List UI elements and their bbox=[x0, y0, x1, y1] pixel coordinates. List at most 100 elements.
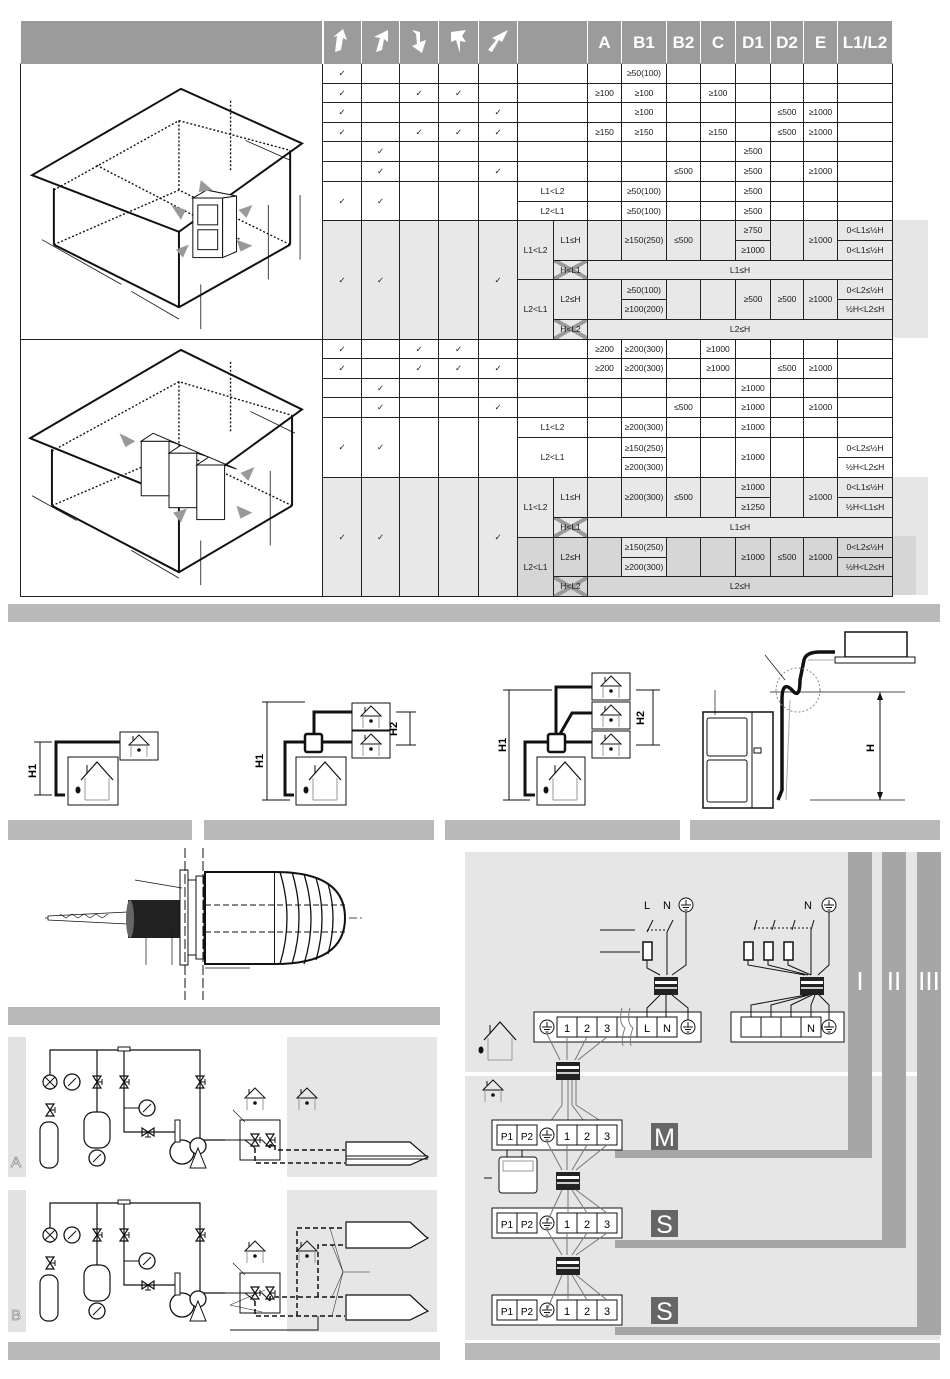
cell-subcondition: L1≤H bbox=[553, 220, 588, 261]
cell-e: ≥1000 bbox=[803, 220, 838, 261]
cell-e: ≥1000 bbox=[803, 102, 838, 123]
cell-d1: ≥1000 bbox=[735, 536, 771, 578]
cell-d2: ≥500 bbox=[770, 279, 804, 320]
table-row: L2<L1 L2≤H ≥150(250) ≥1000 ≤500 ≥1000 0<… bbox=[21, 536, 893, 597]
cell-condition: L2<L1 bbox=[517, 437, 588, 479]
cell-e: ≥1000 bbox=[803, 536, 838, 578]
check-mark: ✓ bbox=[322, 477, 362, 597]
cell-a: ≥200 bbox=[587, 358, 622, 379]
check-mark: ✓ bbox=[478, 121, 518, 143]
terminal-2-label: 2 bbox=[584, 1219, 590, 1231]
cell-d1: ≥1000 bbox=[735, 397, 771, 418]
live-label: L bbox=[644, 900, 650, 912]
terminal-2-label: 2 bbox=[584, 1023, 590, 1035]
table-row: ✓✓✓✓ ≥200≥200(300)≥1000≤500≥1000 bbox=[21, 358, 893, 379]
header-condition bbox=[517, 20, 588, 64]
panel-a-label-strip: A bbox=[8, 1037, 26, 1177]
cell-e: ≥1000 bbox=[803, 477, 838, 518]
h1-label: H1 bbox=[497, 738, 509, 752]
neutral-label: N bbox=[804, 900, 812, 912]
check-mark: ✓ bbox=[478, 397, 518, 418]
terminal-p1-label: P1 bbox=[501, 1307, 514, 1318]
cell-c: ≥150 bbox=[700, 121, 736, 143]
single-unit-room-diagram bbox=[29, 87, 304, 330]
cell-subcondition: L1≤H bbox=[553, 477, 588, 518]
panel-b-indoor-units bbox=[229, 1221, 430, 1331]
caption-bar bbox=[445, 820, 680, 840]
cell-condition: L2<L1 bbox=[517, 536, 554, 597]
single-indoor-height-diagram: H1 bbox=[27, 731, 159, 806]
cell-l1-l2: ½H<L2≤H bbox=[837, 556, 893, 578]
panel-a-label: A bbox=[11, 1154, 22, 1172]
cell-e: ≥1000 bbox=[803, 160, 838, 182]
cell-subcondition: L2≤H bbox=[553, 536, 588, 578]
table-row: ✓✓ L1<L2≥200(300)≥1000 bbox=[21, 416, 893, 479]
terminal-p2-label: P2 bbox=[521, 1220, 534, 1231]
cell-b1: ≥150(250) bbox=[621, 220, 667, 261]
cell-e: ≥1000 bbox=[803, 279, 838, 320]
cell-excluded-condition: H<L2 bbox=[553, 318, 588, 340]
cell-e: ≥1000 bbox=[803, 121, 838, 143]
terminal-n-label: N bbox=[807, 1023, 815, 1035]
cell-l1-l2: 0<L2≤½H bbox=[837, 279, 893, 301]
header-e: E bbox=[803, 20, 838, 64]
check-mark: ✓ bbox=[322, 338, 362, 360]
outdoor-terminal-block-three-phase bbox=[730, 994, 845, 1043]
caption-bar bbox=[8, 820, 192, 840]
cell-d1: ≥500 bbox=[735, 180, 771, 202]
terminal-2-label: 2 bbox=[584, 1306, 590, 1318]
indoor-unit-terminal-labels: P1 P2 1 2 3 P1 P2 1 2 3 P1 P2 1 2 3 bbox=[501, 1131, 610, 1318]
table-header-row: A B1 B2 C D1 D2 E L1/L2 bbox=[20, 20, 893, 64]
cell-b1: ≥200(300) bbox=[621, 457, 667, 479]
remote-controller bbox=[484, 1150, 538, 1194]
terminal-p2-label: P2 bbox=[521, 1132, 534, 1143]
caption-bar bbox=[690, 820, 940, 840]
three-indoor-height-diagram: H1 H2 bbox=[497, 672, 660, 806]
table-row: ≥1000 0<L1≤½H bbox=[21, 240, 893, 261]
header-d1: D1 bbox=[735, 20, 771, 64]
cell-e: ≥1000 bbox=[803, 397, 838, 418]
terminal-3-label: 3 bbox=[604, 1306, 610, 1318]
terminal-1-label: 1 bbox=[564, 1131, 570, 1143]
check-mark: ✓ bbox=[361, 220, 400, 340]
airflow-down-left-icon bbox=[438, 20, 479, 64]
check-mark: ✓ bbox=[322, 121, 362, 143]
neutral-label: N bbox=[663, 900, 671, 912]
check-mark: ✓ bbox=[361, 477, 400, 597]
h2-label: H2 bbox=[388, 722, 400, 736]
pressure-test-piping-schematics bbox=[0, 1030, 430, 1331]
slave-label: S bbox=[656, 1298, 673, 1326]
check-mark: ✓ bbox=[361, 180, 400, 222]
section-header-bar bbox=[8, 604, 940, 622]
terminal-p1-label: P1 bbox=[501, 1220, 514, 1231]
table-row: H<L2 L2≤H bbox=[21, 576, 893, 597]
terminal-p1-label: P1 bbox=[501, 1132, 514, 1143]
check-mark: ✓ bbox=[322, 82, 362, 104]
outdoor-zone-icon bbox=[477, 1021, 517, 1061]
check-mark: ✓ bbox=[478, 358, 518, 379]
two-phase-label: II bbox=[887, 966, 901, 996]
cell-l1-l2: ½H<L1≤H bbox=[837, 497, 893, 518]
cell-b1: ≥150 bbox=[621, 121, 667, 143]
single-unit-installation-illustration bbox=[20, 63, 323, 340]
cell-requirement: L1≤H bbox=[587, 259, 893, 281]
cell-d1: ≥1000 bbox=[735, 477, 771, 499]
cell-condition: L2<L1 bbox=[517, 279, 554, 340]
airflow-down-right-icon bbox=[399, 20, 439, 64]
cell-b1: ≥200(300) bbox=[621, 416, 667, 439]
airflow-up-right-icon bbox=[361, 20, 400, 64]
multi-unit-installation-illustration bbox=[20, 338, 323, 597]
check-mark: ✓ bbox=[322, 416, 362, 479]
panel-a-indoor-unit bbox=[254, 1141, 430, 1166]
caption-bar bbox=[204, 820, 434, 840]
cell-b2: ≤500 bbox=[666, 160, 701, 182]
header-b2: B2 bbox=[666, 20, 701, 64]
table-row: ✓✓ ≥100≤500≥1000 bbox=[21, 102, 893, 123]
cell-condition: L1<L2 bbox=[517, 477, 554, 538]
cell-b1: ≥50(100) bbox=[621, 180, 667, 202]
table-row: ✓✓✓ L1<L2 L1≤H ≥150(250) ≤500 ≥750 ≥1000… bbox=[21, 220, 893, 340]
cell-condition: L2<L1 bbox=[517, 200, 588, 222]
table-row: ✓ ≥1000 bbox=[21, 377, 893, 399]
check-mark: ✓ bbox=[361, 377, 400, 399]
table-row: ✓✓ ≤500≥1000≥1000 bbox=[21, 397, 893, 418]
